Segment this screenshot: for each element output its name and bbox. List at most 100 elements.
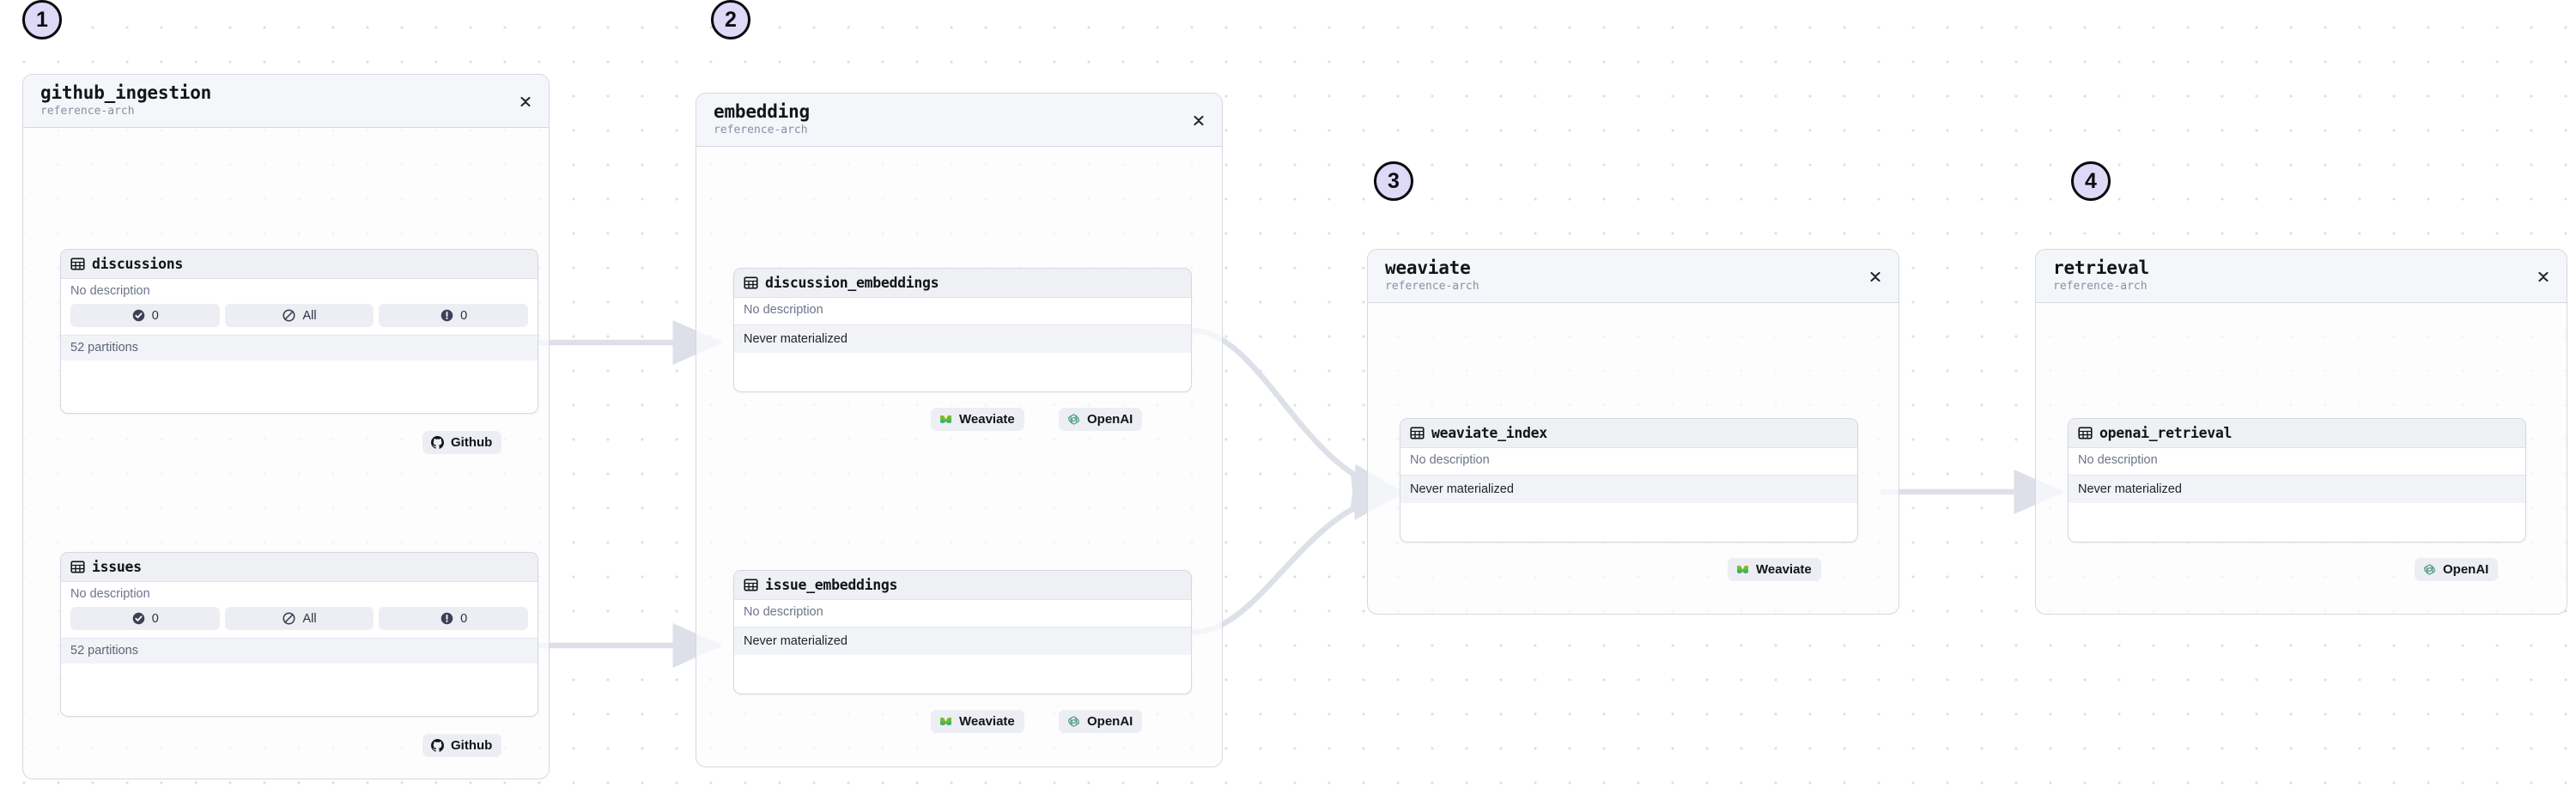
group-header-retrieval[interactable]: retrieval reference-arch <box>2036 250 2567 303</box>
group-header-weaviate[interactable]: weaviate reference-arch <box>1368 250 1899 303</box>
pill-label-missing: All <box>302 611 317 626</box>
asset-node-discussion-embeddings[interactable]: discussion_embeddings No description Nev… <box>733 268 1192 392</box>
collapse-chevrons-icon[interactable] <box>1868 266 1883 287</box>
check-circle-icon <box>132 612 145 625</box>
asset-title-discussions: discussions <box>92 256 183 272</box>
kind-tag-openai-retrieval[interactable]: OpenAI <box>2415 558 2499 581</box>
asset-description-issue-embeddings: No description <box>734 600 1191 627</box>
pill-label-failed: 0 <box>460 611 468 626</box>
weaviate-icon <box>1737 566 1748 573</box>
table-icon <box>70 561 85 573</box>
asset-description-openai-retrieval: No description <box>2069 448 2525 475</box>
kind-tag-weaviate-issue-embeddings[interactable]: Weaviate <box>931 710 1024 733</box>
asset-title-openai-retrieval: openai_retrieval <box>2099 425 2233 441</box>
asset-status-openai-retrieval: Never materialized <box>2069 475 2525 503</box>
openai-icon <box>1067 414 1080 425</box>
asset-pill-row-issues: 0 All 0 <box>61 601 538 638</box>
collapse-chevrons-icon[interactable] <box>518 91 533 112</box>
kind-tag-label-weaviate: Weaviate <box>959 412 1015 427</box>
asset-status-issue-embeddings: Never materialized <box>734 627 1191 655</box>
asset-description-weaviate-index: No description <box>1400 448 1857 475</box>
table-icon <box>1410 427 1425 439</box>
kind-tag-label-openai: OpenAI <box>1087 714 1133 729</box>
pill-label-missing: All <box>302 308 317 323</box>
group-title-weaviate: weaviate <box>1385 257 1471 278</box>
openai-icon <box>1067 716 1080 727</box>
pill-label-materialized: 0 <box>151 308 159 323</box>
pill-missing-count[interactable]: All <box>224 607 374 630</box>
asset-header-discussions: discussions <box>61 250 538 279</box>
pill-label-materialized: 0 <box>151 611 159 626</box>
openai-icon <box>2423 564 2436 575</box>
pill-materialized-count[interactable]: 0 <box>70 607 220 630</box>
asset-title-issues: issues <box>92 559 142 575</box>
eye-off-icon <box>283 309 295 322</box>
asset-description-issues: No description <box>61 582 538 601</box>
eye-off-icon <box>283 612 295 625</box>
group-title-embedding: embedding <box>714 100 810 122</box>
pill-label-failed: 0 <box>460 308 468 323</box>
weaviate-icon <box>940 718 951 725</box>
kind-tag-label-openai: OpenAI <box>1087 412 1133 427</box>
asset-partitions-discussions: 52 partitions <box>61 335 538 361</box>
asset-header-weaviate-index: weaviate_index <box>1400 419 1857 448</box>
kind-tag-github-issues[interactable]: Github <box>422 734 502 757</box>
kind-tag-weaviate-index[interactable]: Weaviate <box>1728 558 1821 581</box>
group-badge-1: 1 <box>22 0 62 39</box>
table-icon <box>70 258 85 270</box>
asset-title-issue-embeddings: issue_embeddings <box>765 577 898 593</box>
alert-circle-icon <box>440 612 453 625</box>
kind-tag-label-github: Github <box>451 435 493 450</box>
asset-node-openai-retrieval[interactable]: openai_retrieval No description Never ma… <box>2068 418 2526 542</box>
asset-header-discussion-embeddings: discussion_embeddings <box>734 269 1191 298</box>
group-header-embedding[interactable]: embedding reference-arch <box>696 94 1222 147</box>
pill-failed-count[interactable]: 0 <box>379 607 529 630</box>
collapse-chevrons-icon[interactable] <box>2536 266 2551 287</box>
asset-node-discussions[interactable]: discussions No description 0 All <box>60 249 538 414</box>
asset-partitions-issues: 52 partitions <box>61 638 538 664</box>
asset-pill-row-discussions: 0 All 0 <box>61 298 538 335</box>
alert-circle-icon <box>440 309 453 322</box>
pill-failed-count[interactable]: 0 <box>379 304 529 327</box>
asset-header-issue-embeddings: issue_embeddings <box>734 571 1191 600</box>
table-icon <box>2078 427 2093 439</box>
group-badge-4: 4 <box>2071 161 2111 201</box>
kind-tag-openai-discussion-embeddings[interactable]: OpenAI <box>1059 408 1143 431</box>
pill-materialized-count[interactable]: 0 <box>70 304 220 327</box>
group-header-github-ingestion[interactable]: github_ingestion reference-arch <box>23 75 549 128</box>
kind-tag-label-weaviate: Weaviate <box>959 714 1015 729</box>
group-subtitle-github-ingestion: reference-arch <box>40 105 135 118</box>
kind-tag-label-github: Github <box>451 738 493 753</box>
kind-tag-label-openai: OpenAI <box>2443 562 2489 577</box>
kind-tag-github-discussions[interactable]: Github <box>422 431 502 454</box>
group-title-github-ingestion: github_ingestion <box>40 82 212 103</box>
table-icon <box>744 579 758 591</box>
pill-missing-count[interactable]: All <box>224 304 374 327</box>
asset-node-issue-embeddings[interactable]: issue_embeddings No description Never ma… <box>733 570 1192 694</box>
group-subtitle-retrieval: reference-arch <box>2053 280 2148 294</box>
kind-tag-openai-issue-embeddings[interactable]: OpenAI <box>1059 710 1143 733</box>
group-title-retrieval: retrieval <box>2053 257 2149 278</box>
asset-description-discussion-embeddings: No description <box>734 298 1191 324</box>
group-badge-2: 2 <box>711 0 750 39</box>
asset-title-weaviate-index: weaviate_index <box>1431 425 1547 441</box>
asset-status-discussion-embeddings: Never materialized <box>734 324 1191 353</box>
group-subtitle-embedding: reference-arch <box>714 124 808 137</box>
group-badge-3: 3 <box>1374 161 1413 201</box>
asset-status-weaviate-index: Never materialized <box>1400 475 1857 503</box>
table-icon <box>744 276 758 289</box>
github-icon <box>431 436 444 449</box>
kind-tag-label-weaviate: Weaviate <box>1756 562 1812 577</box>
asset-header-openai-retrieval: openai_retrieval <box>2069 419 2525 448</box>
asset-node-issues[interactable]: issues No description 0 All <box>60 552 538 717</box>
kind-tag-weaviate-discussion-embeddings[interactable]: Weaviate <box>931 408 1024 431</box>
asset-description-discussions: No description <box>61 279 538 298</box>
github-icon <box>431 739 444 752</box>
check-circle-icon <box>132 309 145 322</box>
group-subtitle-weaviate: reference-arch <box>1385 280 1479 294</box>
weaviate-icon <box>940 415 951 423</box>
asset-header-issues: issues <box>61 553 538 582</box>
collapse-chevrons-icon[interactable] <box>1191 110 1206 130</box>
asset-node-weaviate-index[interactable]: weaviate_index No description Never mate… <box>1400 418 1858 542</box>
